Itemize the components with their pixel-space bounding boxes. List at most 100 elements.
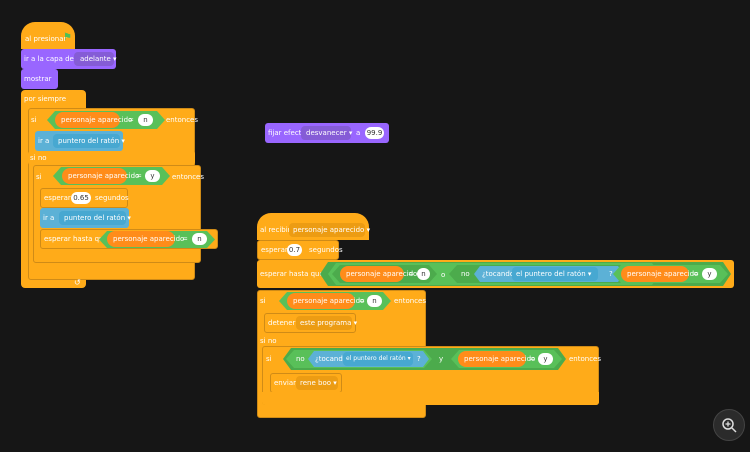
var-reporter[interactable]: personaje aparecido (55, 112, 120, 128)
loop-arrow-icon: ↺ (74, 278, 81, 287)
and-operator[interactable]: no ¿tocando el puntero del ratón ▾ ? y p… (283, 348, 566, 370)
equals-operator[interactable]: personaje aparecido = y (613, 265, 728, 283)
wait-until-block[interactable]: esperar hasta que personaje aparecido = … (40, 229, 218, 249)
and-operator[interactable]: personaje aparecido = n o no ¿tocando el… (320, 262, 731, 286)
touch-target-dropdown[interactable]: el puntero del ratón ▾ (512, 267, 598, 281)
equals-operator[interactable]: personaje aparecido = n (332, 265, 437, 283)
eq-sign: = (693, 270, 699, 278)
else-bar (28, 151, 195, 165)
value-input[interactable]: n (138, 114, 153, 126)
var-reporter[interactable]: personaje aparecido (458, 351, 526, 367)
target-value: puntero del ratón (64, 214, 126, 222)
go-to-label: ir a (43, 214, 55, 222)
var-reporter[interactable]: personaje aparecido (340, 266, 404, 282)
touch-target-dropdown[interactable]: el puntero del ratón ▾ (343, 352, 413, 366)
show-block[interactable]: mostrar (21, 69, 58, 89)
stop-dropdown[interactable]: este programa ▾ (296, 316, 357, 330)
eq-sign: = (529, 355, 535, 363)
set-effect-block[interactable]: fijar efecto desvanecer ▾ a 99.9 (265, 123, 389, 143)
green-flag-icon: ⚑ (63, 32, 72, 43)
touching-label: ¿tocando (315, 355, 348, 363)
eq-sign: = (359, 297, 365, 305)
seconds-label: segundos (309, 246, 343, 254)
effect-value-input[interactable]: 99.9 (365, 127, 384, 139)
equals-operator[interactable]: personaje aparecido = n (279, 292, 391, 310)
wait-block[interactable]: esperar 0.65 segundos (40, 188, 129, 208)
wait-until-block[interactable]: esperar hasta que personaje aparecido = … (257, 260, 734, 288)
not-label: no (461, 270, 470, 278)
value-input[interactable]: y (702, 268, 717, 280)
wait-label: esperar (44, 194, 71, 202)
var-name: personaje aparecido (61, 116, 133, 124)
value-input[interactable]: n (417, 268, 430, 280)
question-mark: ? (609, 270, 613, 278)
equals-operator[interactable]: personaje aparecido = y (53, 167, 170, 185)
when-flag-clicked-hat[interactable]: al presionar ⚑ (21, 22, 75, 49)
go-to-layer-label: ir a la capa de (24, 55, 74, 63)
var-reporter[interactable]: personaje aparecido (621, 266, 689, 282)
effect-dropdown[interactable]: desvanecer ▾ (301, 126, 352, 140)
when-receive-hat[interactable]: al recibir personaje aparecido ▾ (257, 213, 370, 240)
go-to-layer-block[interactable]: ir a la capa de adelante ▾ (21, 49, 117, 69)
hat-label: al recibir (260, 226, 291, 234)
effect-value: desvanecer (306, 129, 347, 137)
layer-dropdown[interactable]: adelante ▾ (74, 52, 117, 66)
chevron-down-icon: ▾ (353, 319, 358, 327)
seconds-input[interactable]: 0.65 (71, 192, 91, 204)
then-label: entonces (172, 173, 205, 181)
wait-block[interactable]: esperar 0.7 segundos (257, 240, 343, 260)
value-input[interactable]: y (538, 353, 553, 365)
else-label: si no (260, 337, 277, 345)
chevron-down-icon: ▾ (121, 137, 125, 145)
not-operator[interactable]: no ¿tocando el puntero del ratón ▾ ? (286, 350, 432, 368)
var-reporter[interactable]: personaje aparecido (62, 168, 127, 184)
zoom-in-button[interactable] (713, 409, 745, 441)
equals-operator[interactable]: personaje aparecido = n (99, 231, 215, 248)
eq-sign: = (128, 116, 134, 124)
set-effect-label: fijar efecto (268, 129, 306, 137)
show-label: mostrar (24, 75, 52, 83)
equals-operator[interactable]: personaje aparecido = y (451, 350, 562, 368)
value-input[interactable]: n (367, 295, 382, 307)
var-reporter[interactable]: personaje aparecido (287, 293, 355, 309)
target-dropdown[interactable]: puntero del ratón ▾ (53, 134, 125, 148)
stop-label: detener (268, 319, 296, 327)
stop-block[interactable]: detener este programa ▾ (264, 313, 357, 333)
broadcast-block[interactable]: enviar rene boo ▾ (270, 373, 342, 393)
go-to-label: ir a (38, 137, 50, 145)
touch-target-value: el puntero del ratón (516, 270, 586, 278)
zoom-in-icon (722, 418, 737, 433)
var-name: personaje aparecido (346, 270, 418, 278)
eq-sign: = (408, 270, 414, 278)
go-to-pointer-block-1[interactable]: ir a puntero del ratón ▾ (35, 131, 125, 151)
or-operator[interactable]: personaje aparecido = n o no ¿tocando el… (328, 263, 660, 285)
message-dropdown[interactable]: personaje aparecido ▾ (289, 223, 370, 237)
touch-target-value: el puntero del ratón (346, 355, 406, 362)
target-dropdown[interactable]: puntero del ratón ▾ (59, 211, 131, 225)
chevron-down-icon: ▾ (407, 355, 411, 362)
var-name: personaje aparecido (68, 172, 140, 180)
go-to-pointer-block-2[interactable]: ir a puntero del ratón ▾ (40, 208, 131, 228)
if-label: si (31, 116, 37, 124)
if-label: si (260, 297, 266, 305)
touching-sensor[interactable]: ¿tocando el puntero del ratón ▾ ? (308, 351, 429, 367)
touching-sensor[interactable]: ¿tocando el puntero del ratón ▾ ? (474, 266, 624, 282)
value-input[interactable]: n (192, 233, 207, 245)
not-label: no (296, 355, 305, 363)
equals-operator[interactable]: personaje aparecido = n (47, 111, 165, 129)
chevron-down-icon: ▾ (366, 226, 371, 234)
value-input[interactable]: y (145, 170, 160, 182)
not-operator[interactable]: no ¿tocando el puntero del ratón ▾ ? (449, 265, 656, 283)
forever-label: por siempre (24, 95, 67, 103)
chevron-down-icon: ▾ (333, 379, 337, 387)
touching-label: ¿tocando (482, 270, 515, 278)
broadcast-dropdown[interactable]: rene boo ▾ (296, 376, 338, 390)
var-name: personaje aparecido (293, 297, 365, 305)
seconds-input[interactable]: 0.7 (287, 244, 302, 256)
if-footer (262, 392, 599, 405)
to-label: a (356, 129, 361, 137)
seconds-label: segundos (95, 194, 129, 202)
var-reporter[interactable]: personaje aparecido (107, 231, 175, 247)
else-label: si no (30, 154, 47, 162)
